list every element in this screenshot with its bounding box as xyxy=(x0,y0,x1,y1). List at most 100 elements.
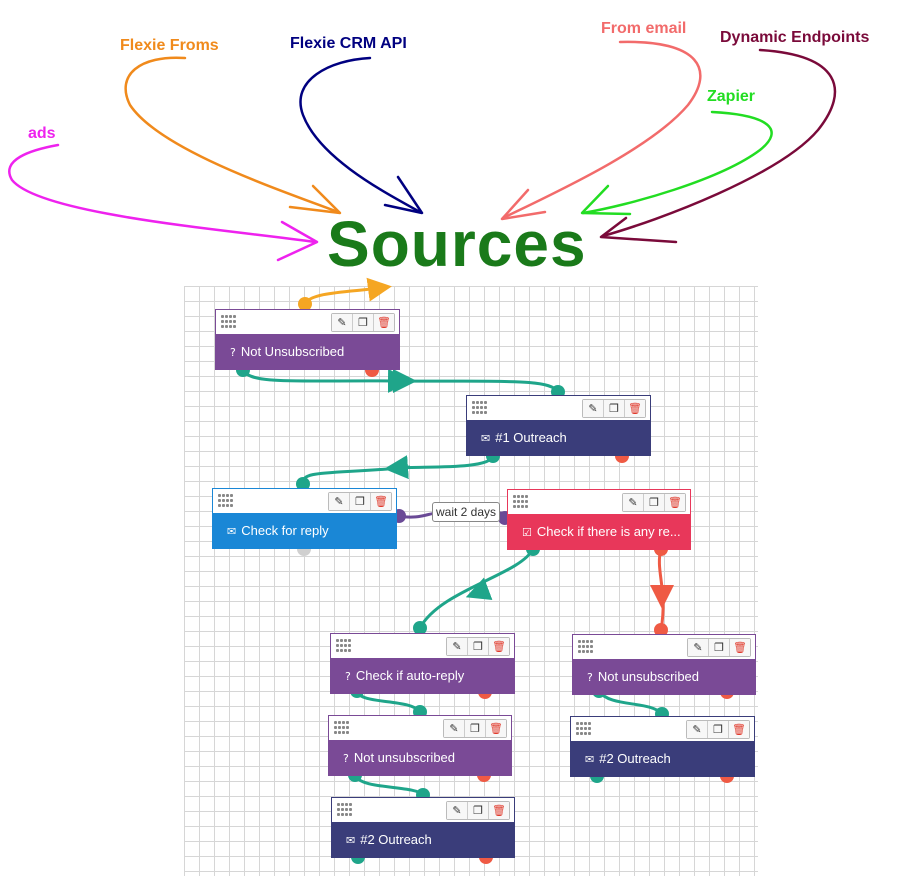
node-toolbar: ✎❐🗑 xyxy=(443,719,507,738)
delete-icon[interactable]: 🗑 xyxy=(730,639,750,656)
from-email-arrowhead xyxy=(500,188,547,221)
edit-icon[interactable]: ✎ xyxy=(332,314,353,331)
drag-handle-icon[interactable] xyxy=(337,803,353,817)
node-label: #1 Outreach xyxy=(495,430,567,445)
node-label: Not Unsubscribed xyxy=(240,344,345,359)
delete-icon[interactable]: 🗑 xyxy=(489,638,509,655)
node-check-auto-reply[interactable]: ✎❐🗑 ?Check if auto-reply xyxy=(330,633,515,694)
node-body[interactable]: ✉ #2 Outreach xyxy=(332,822,514,857)
edit-icon[interactable]: ✎ xyxy=(329,493,350,510)
node-outreach-2-left[interactable]: ✎❐🗑 ✉#2 Outreach xyxy=(570,716,755,777)
node-toolbar: ✎❐🗑 xyxy=(686,720,750,739)
copy-icon[interactable]: ❐ xyxy=(709,639,730,656)
source-flexie-forms: Flexie Froms xyxy=(120,37,219,54)
delete-icon[interactable]: 🗑 xyxy=(371,493,391,510)
node-label: Check if there is any re... xyxy=(536,524,681,539)
source-from-email: From email xyxy=(601,20,687,37)
edit-icon[interactable]: ✎ xyxy=(444,720,465,737)
connection-6 xyxy=(353,774,425,797)
node-not-unsubscribed-2[interactable]: ✎❐🗑? Not unsubscribed xyxy=(572,634,756,695)
edit-icon[interactable]: ✎ xyxy=(447,638,468,655)
node-not-unsubscribed-3[interactable]: ✎❐🗑? Not unsubscribed xyxy=(328,715,512,776)
zapier-arrow xyxy=(581,110,773,215)
node-body[interactable]: ?Not Unsubscribed xyxy=(216,334,399,369)
flexie-crm-arrow xyxy=(299,56,422,214)
node-outreach-2-right[interactable]: ✎❐🗑 ✉ #2 Outreach xyxy=(331,797,515,858)
node-not-unsubscribed-1[interactable]: ✎❐🗑 ?Not Unsubscribed xyxy=(215,309,400,370)
connection-3 xyxy=(418,548,535,629)
ads-arrowhead xyxy=(276,220,319,262)
delete-icon[interactable]: 🗑 xyxy=(489,802,509,819)
drag-handle-icon[interactable] xyxy=(513,495,529,509)
node-body[interactable]: ?Check if auto-reply xyxy=(331,658,514,693)
node-body[interactable]: ✉Check for reply xyxy=(213,513,396,548)
check-square-icon: ☑ xyxy=(522,526,532,539)
edit-icon[interactable]: ✎ xyxy=(687,721,708,738)
drag-handle-icon[interactable] xyxy=(334,721,350,735)
drag-handle-icon[interactable] xyxy=(336,639,352,653)
node-label: Check for reply xyxy=(241,523,329,538)
question-circle-icon: ? xyxy=(587,671,593,684)
node-body[interactable]: ? Not unsubscribed xyxy=(329,740,511,775)
drag-handle-icon[interactable] xyxy=(472,401,488,415)
delete-icon[interactable]: 🗑 xyxy=(486,720,506,737)
node-header: ✎❐🗑 xyxy=(213,489,396,513)
drag-handle-icon[interactable] xyxy=(221,315,237,329)
node-body[interactable]: ☑ Check if there is any re... xyxy=(508,514,690,549)
edit-icon[interactable]: ✎ xyxy=(583,400,604,417)
drag-handle-icon[interactable] xyxy=(578,640,594,654)
node-label: Not unsubscribed xyxy=(597,669,700,684)
delete-icon[interactable]: 🗑 xyxy=(374,314,394,331)
node-toolbar: ✎❐🗑 xyxy=(446,637,510,656)
source-ads: ads xyxy=(28,125,56,142)
drag-handle-icon[interactable] xyxy=(218,494,234,508)
connection-5 xyxy=(355,690,422,714)
delete-icon[interactable]: 🗑 xyxy=(625,400,645,417)
node-toolbar: ✎❐🗑 xyxy=(622,493,686,512)
from-email-arrow xyxy=(501,40,702,220)
delete-icon[interactable]: 🗑 xyxy=(729,721,749,738)
node-label: #2 Outreach xyxy=(360,832,432,847)
node-header: ✎❐🗑 xyxy=(332,798,514,822)
node-body[interactable]: ✉#2 Outreach xyxy=(571,741,754,776)
question-circle-icon: ? xyxy=(343,752,349,765)
node-toolbar: ✎❐🗑 xyxy=(328,492,392,511)
node-label: Not unsubscribed xyxy=(353,750,456,765)
wait-delay-label[interactable]: wait 2 days xyxy=(432,502,501,522)
source-dynamic-endpoints: Dynamic Endpoints xyxy=(720,29,870,46)
node-header: ✎❐🗑 xyxy=(331,634,514,658)
node-header: ✎❐🗑 xyxy=(467,396,650,420)
envelope-icon: ✉ xyxy=(346,834,356,847)
copy-icon[interactable]: ❐ xyxy=(708,721,729,738)
dynamic-endpoints-arrow xyxy=(601,48,837,238)
flexie-forms-arrow xyxy=(124,56,340,214)
edit-icon[interactable]: ✎ xyxy=(447,802,468,819)
node-toolbar: ✎❐🗑 xyxy=(687,638,751,657)
envelope-icon: ✉ xyxy=(585,753,595,766)
copy-icon[interactable]: ❐ xyxy=(353,314,374,331)
copy-icon[interactable]: ❐ xyxy=(468,802,489,819)
edit-icon[interactable]: ✎ xyxy=(623,494,644,511)
sources-title: Sources xyxy=(327,208,587,280)
node-header: ✎❐🗑 xyxy=(573,635,755,659)
ads-arrow xyxy=(8,143,317,244)
copy-icon[interactable]: ❐ xyxy=(604,400,625,417)
dynamic-endpoints-arrowhead xyxy=(599,216,678,244)
copy-icon[interactable]: ❐ xyxy=(468,638,489,655)
node-body[interactable]: ? Not unsubscribed xyxy=(573,659,755,694)
node-check-any-reply[interactable]: ✎❐🗑 ☑ Check if there is any re... xyxy=(507,489,691,550)
node-outreach-1[interactable]: ✎❐🗑 ✉#1 Outreach xyxy=(466,395,651,456)
copy-icon[interactable]: ❐ xyxy=(644,494,665,511)
edit-icon[interactable]: ✎ xyxy=(688,639,709,656)
entry-connection xyxy=(303,277,392,305)
node-label: Check if auto-reply xyxy=(355,668,465,683)
delete-icon[interactable]: 🗑 xyxy=(665,494,685,511)
node-check-for-reply[interactable]: ✎❐🗑 ✉Check for reply xyxy=(212,488,397,549)
node-header: ✎❐🗑 xyxy=(329,716,511,740)
node-toolbar: ✎❐🗑 xyxy=(331,313,395,332)
copy-icon[interactable]: ❐ xyxy=(350,493,371,510)
node-toolbar: ✎❐🗑 xyxy=(582,399,646,418)
drag-handle-icon[interactable] xyxy=(576,722,592,736)
copy-icon[interactable]: ❐ xyxy=(465,720,486,737)
node-body[interactable]: ✉#1 Outreach xyxy=(467,420,650,455)
